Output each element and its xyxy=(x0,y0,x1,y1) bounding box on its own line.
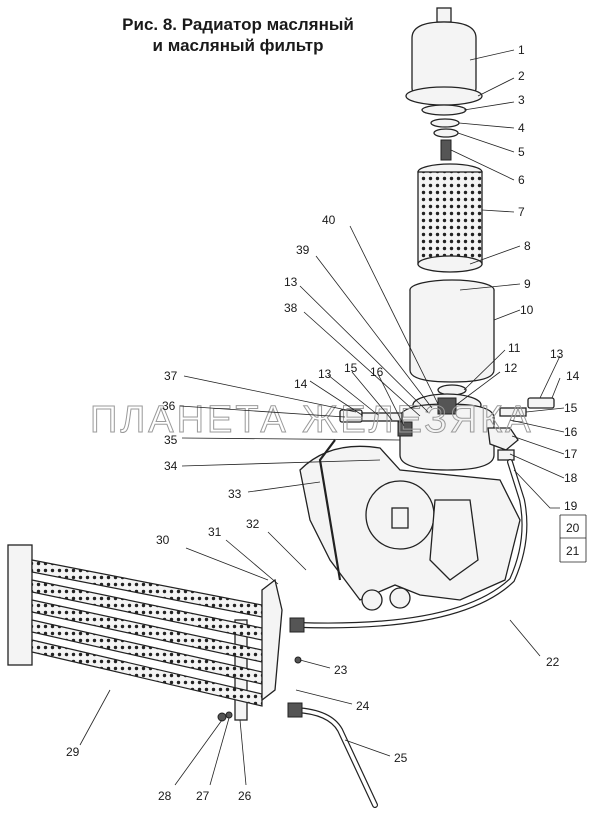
figure-title: Рис. 8. Радиатор масляный и масляный фил… xyxy=(118,14,358,56)
callout-15-left: 15 xyxy=(344,361,358,375)
right-fittings xyxy=(487,397,555,461)
callout-3: 3 xyxy=(518,93,525,107)
callout-35: 35 xyxy=(164,433,178,447)
callout-4: 4 xyxy=(518,121,525,135)
figure-title-line-2: и масляный фильтр xyxy=(152,36,324,55)
callout-22: 22 xyxy=(546,655,560,669)
figure-title-line-1: Рис. 8. Радиатор масляный xyxy=(122,15,354,34)
callout-30: 30 xyxy=(156,533,170,547)
callout-31: 31 xyxy=(208,525,222,539)
callout-36: 36 xyxy=(162,399,176,413)
callout-27: 27 xyxy=(196,789,210,803)
callout-numbers: 1 2 3 4 5 6 7 8 9 10 11 12 13 14 15 16 1… xyxy=(66,43,580,803)
callout-16-right: 16 xyxy=(564,425,578,439)
callout-7: 7 xyxy=(518,205,525,219)
callout-2: 2 xyxy=(518,69,525,83)
callout-18: 18 xyxy=(564,471,578,485)
callout-12: 12 xyxy=(504,361,518,375)
callout-15-right: 15 xyxy=(564,401,578,415)
callout-17: 17 xyxy=(564,447,578,461)
callout-11: 11 xyxy=(508,341,521,355)
callout-6: 6 xyxy=(518,173,525,187)
callout-9: 9 xyxy=(524,277,531,291)
callout-13-left: 13 xyxy=(318,367,332,381)
callout-8: 8 xyxy=(524,239,531,253)
filter-base xyxy=(399,393,495,471)
callout-38: 38 xyxy=(284,301,298,315)
callout-23: 23 xyxy=(334,663,348,677)
callout-28: 28 xyxy=(158,789,172,803)
callout-10: 10 xyxy=(520,303,534,317)
callout-20: 20 xyxy=(566,521,580,535)
filter-gaskets xyxy=(421,104,467,161)
callout-33: 33 xyxy=(228,487,242,501)
watermark-text: ПЛАНЕТА ЖЕЛЕЗЯКА xyxy=(90,399,534,441)
callout-14-left: 14 xyxy=(294,377,308,391)
callout-39: 39 xyxy=(296,243,310,257)
callout-21: 21 xyxy=(566,544,580,558)
callout-29: 29 xyxy=(66,745,80,759)
callout-25: 25 xyxy=(394,751,408,765)
callout-13-right: 13 xyxy=(550,347,564,361)
filter-housing xyxy=(409,279,495,396)
callout-16-left: 16 xyxy=(370,365,384,379)
filter-element xyxy=(417,163,483,273)
callout-19: 19 xyxy=(564,499,578,513)
callout-37: 37 xyxy=(164,369,178,383)
engine-block xyxy=(299,445,521,611)
callout-14-right: 14 xyxy=(566,369,580,383)
callout-13-top-left: 13 xyxy=(284,275,298,289)
callout-34: 34 xyxy=(164,459,178,473)
callout-26: 26 xyxy=(238,789,252,803)
callout-5: 5 xyxy=(518,145,525,159)
left-fittings xyxy=(339,409,413,437)
callout-40: 40 xyxy=(322,213,336,227)
leader-lines xyxy=(79,49,587,786)
callout-32: 32 xyxy=(246,517,260,531)
filter-cap xyxy=(405,7,483,106)
callout-24: 24 xyxy=(356,699,370,713)
oil-hoses xyxy=(293,439,528,808)
callout-1: 1 xyxy=(518,43,525,57)
oil-cooler-radiator xyxy=(7,544,305,722)
